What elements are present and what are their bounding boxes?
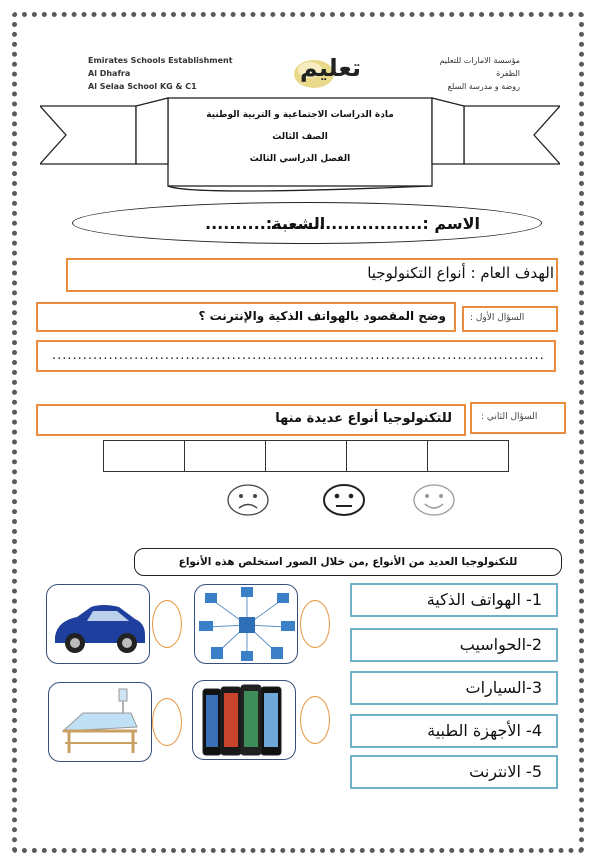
answer-cell[interactable]	[103, 440, 185, 472]
answer-cell[interactable]	[265, 440, 347, 472]
question1-text: وضح المقصود بالهواتف الذكية والإنترنت ؟	[198, 309, 446, 323]
logo-text: تعليم	[300, 54, 362, 82]
subject-title: مادة الدراسات الاجتماعية و التربية الوطن…	[206, 110, 394, 120]
instruction-banner: للتكنولوجيا العديد من الأنواع ,من خلال ا…	[134, 548, 562, 576]
question1-tag-label: السؤال الأول :	[470, 313, 525, 323]
question2-text: للتكنولوجيا أنواع عديدة منها	[275, 411, 452, 426]
name-oval	[72, 202, 542, 244]
sad-face-icon[interactable]	[226, 482, 270, 518]
logo-icon	[294, 60, 334, 88]
question1-tag	[462, 306, 558, 332]
list-item: 3-السيارات	[350, 671, 558, 705]
page-border	[12, 12, 584, 853]
answer-oval[interactable]	[152, 600, 182, 648]
header-arabic-line: الظفرة	[496, 69, 520, 78]
header-arabic-line: مؤسسة الامارات للتعليم	[439, 56, 520, 65]
header-arabic-line: روضة و مدرسة السلع	[447, 82, 520, 91]
question1-box	[36, 302, 456, 332]
car-image	[46, 584, 150, 664]
answer-oval[interactable]	[300, 696, 330, 744]
question2-box	[36, 404, 466, 436]
header-arabic: مؤسسة الامارات للتعليم الظفرة روضة و مدر…	[439, 54, 520, 93]
answer-oval[interactable]	[152, 698, 182, 746]
header-english: Emirates Schools Establishment Al Dhafra…	[88, 54, 233, 93]
term-label: الفصل الدراسي الثالث	[249, 154, 351, 164]
goal-text: الهدف العام : أنواع التكنولوجيا	[367, 264, 554, 282]
answer-cell[interactable]	[346, 440, 428, 472]
question2-tag-label: السؤال الثاني :	[481, 412, 538, 422]
network-icon	[199, 587, 295, 661]
answer-box[interactable]	[36, 340, 556, 372]
question2-tag	[470, 402, 566, 434]
smartphone-icon	[202, 684, 282, 756]
list-item: 5- الانترنت	[350, 755, 558, 789]
hospital-bed-icon	[61, 688, 138, 753]
list-item: 2-الحواسيب	[350, 628, 558, 662]
car-icon	[55, 605, 145, 653]
name-field[interactable]: الاسم :.........................	[270, 214, 480, 233]
section-field[interactable]: الشعبة:..........	[205, 214, 326, 233]
subject-box: مادة الدراسات الاجتماعية و التربية الوطن…	[170, 104, 430, 184]
network-image	[194, 584, 298, 664]
answer-cell[interactable]	[184, 440, 266, 472]
grade-label: الصف الثالث	[272, 132, 328, 142]
hospital-bed-image	[48, 682, 152, 762]
answer-dots: ........................................…	[52, 348, 545, 363]
happy-face-icon[interactable]	[412, 482, 456, 518]
header-english-line: Al Dhafra	[88, 69, 131, 78]
answer-oval[interactable]	[300, 600, 330, 648]
smartphones-image	[192, 680, 296, 760]
answer-cell[interactable]	[427, 440, 509, 472]
list-item: 4- الأجهزة الطبية	[350, 714, 558, 748]
answer-cells	[103, 440, 509, 472]
goal-box	[66, 258, 558, 292]
neutral-face-icon[interactable]	[322, 482, 366, 518]
header-english-line: Al Selaa School KG & C1	[88, 82, 197, 91]
header-english-line: Emirates Schools Establishment	[88, 56, 233, 65]
list-item: 1- الهواتف الذكية	[350, 583, 558, 617]
ribbon-banner	[40, 97, 560, 192]
